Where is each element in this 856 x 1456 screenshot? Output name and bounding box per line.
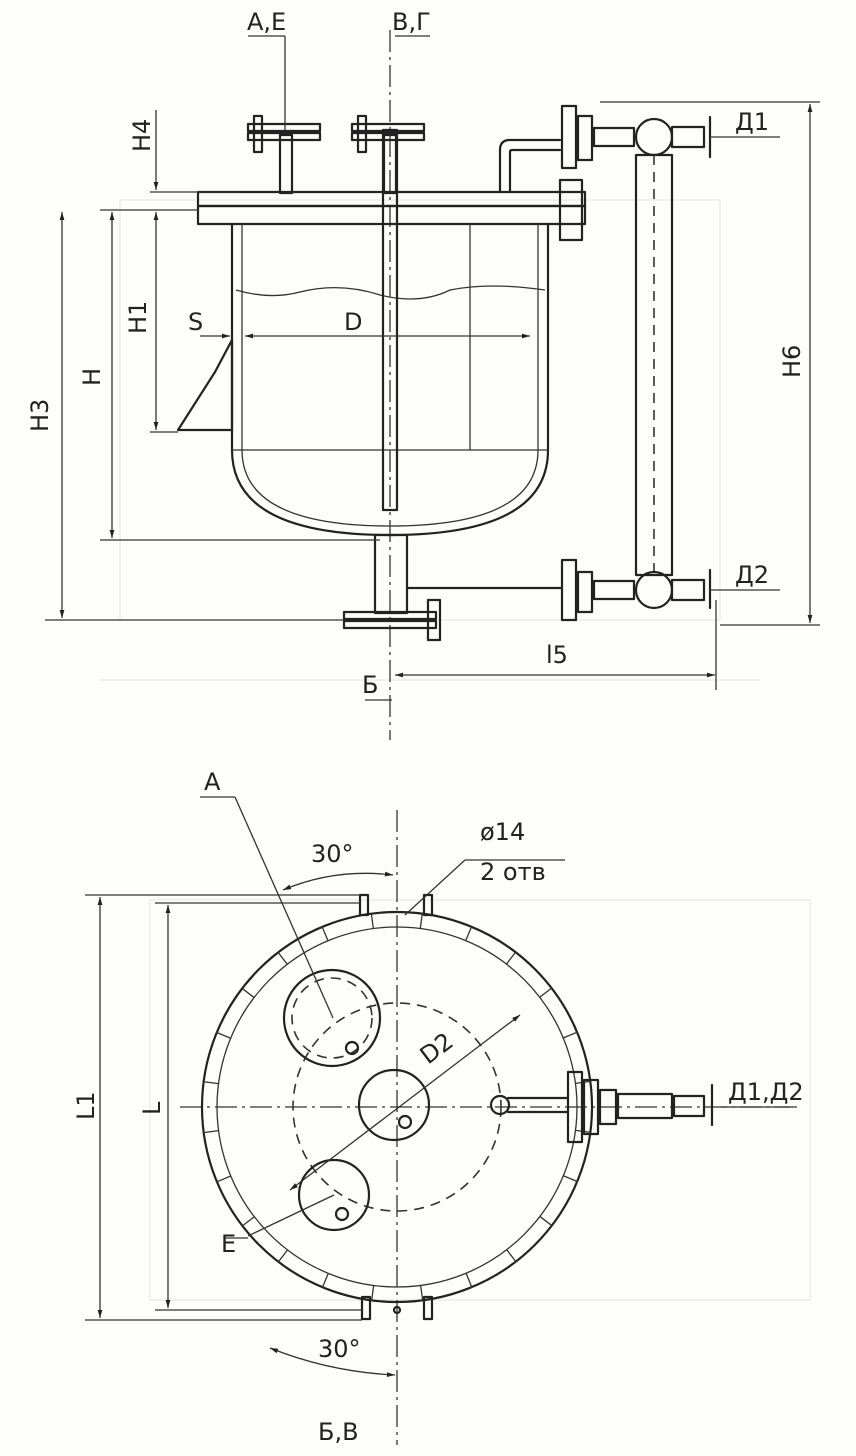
nozzle-a-circle [282, 968, 382, 1068]
dim-h6-label: H6 [778, 345, 806, 378]
front-view: А,Е В,Г H4 H1 H H3 H6 S D l5 Д1 Д2 Б [26, 8, 820, 740]
flange-tick [465, 925, 473, 941]
flange-tick [562, 1031, 579, 1039]
angle-top-label: 30° [311, 840, 354, 868]
valve-top-label: Д1 [735, 108, 769, 136]
flange-tick [321, 925, 329, 942]
valve-bottom-label: Д2 [735, 561, 769, 589]
flange-tick [241, 987, 255, 999]
lid-flange-top [196, 190, 587, 208]
flange-tick [215, 1031, 231, 1039]
flange-tick [420, 1285, 424, 1302]
flange-tick [277, 1249, 289, 1263]
dim-h-label: H [78, 368, 106, 386]
lid-bolt [558, 178, 584, 242]
angle-arc-top [282, 871, 394, 891]
dim-s-label: S [188, 308, 203, 336]
dim-h1-label: H1 [124, 301, 152, 334]
flange-outer-circle [200, 910, 594, 1304]
valves-label: Д1,Д2 [728, 1078, 804, 1106]
lug-bottom-right [422, 1295, 434, 1321]
nozzle-right [350, 114, 426, 195]
nozzle-right-label: В,Г [392, 8, 431, 36]
dim-h4-label: H4 [128, 119, 156, 152]
label-a: А [204, 768, 221, 796]
angle-arc-bottom [269, 1347, 396, 1378]
bottom-marks-label: Б,В [318, 1418, 359, 1446]
bottom-outlet-pipe [373, 533, 409, 615]
flange-tick [419, 912, 424, 929]
angle-bottom-label: 30° [318, 1335, 361, 1363]
front-dimensions [45, 35, 820, 701]
flange-tick [202, 1130, 219, 1134]
dim-l-label: L [138, 1101, 166, 1115]
flange-tick [539, 987, 553, 998]
flange-tick [539, 1215, 553, 1227]
flange-tick [202, 1080, 219, 1085]
lug-bottom-left [360, 1295, 372, 1321]
flange-tick [506, 1249, 517, 1263]
vessel-shell-inner [241, 224, 539, 527]
flange-tick [215, 1175, 232, 1183]
flange-tick [241, 1216, 255, 1227]
liquid-level [235, 285, 546, 300]
flange-tick [321, 1273, 329, 1289]
nozzle-left [246, 114, 322, 195]
nozzle-left-label: А,Е [247, 8, 286, 36]
dim-d2-label: D2 [415, 1027, 459, 1070]
outlet-label: Б [362, 671, 378, 699]
hole-count-label: 2 отв [480, 858, 546, 886]
flange-tick [563, 1175, 579, 1183]
flange-tick [465, 1272, 473, 1289]
background-ghost-lines [100, 199, 811, 1301]
dim-l5-label: l5 [546, 641, 568, 669]
flange-tick [370, 1285, 375, 1302]
support-leg [176, 338, 234, 432]
level-gauge [405, 104, 712, 622]
flange-tick [370, 912, 374, 929]
dim-l1-label: L1 [72, 1091, 100, 1120]
flange-tick [505, 951, 517, 965]
dim-d-label: D [344, 308, 362, 336]
lug-top-right [422, 893, 434, 917]
lug-top-left [358, 893, 370, 917]
label-e: Е [221, 1230, 236, 1258]
flange-tick [277, 951, 288, 965]
lid-flange-bottom [196, 204, 587, 226]
plan-view: А Е 30° 30° ø14 2 отв D2 L1 L Д1,Д2 Б,В [72, 768, 804, 1446]
hole-diameter-label: ø14 [480, 818, 525, 846]
dim-h3-label: H3 [26, 399, 54, 432]
